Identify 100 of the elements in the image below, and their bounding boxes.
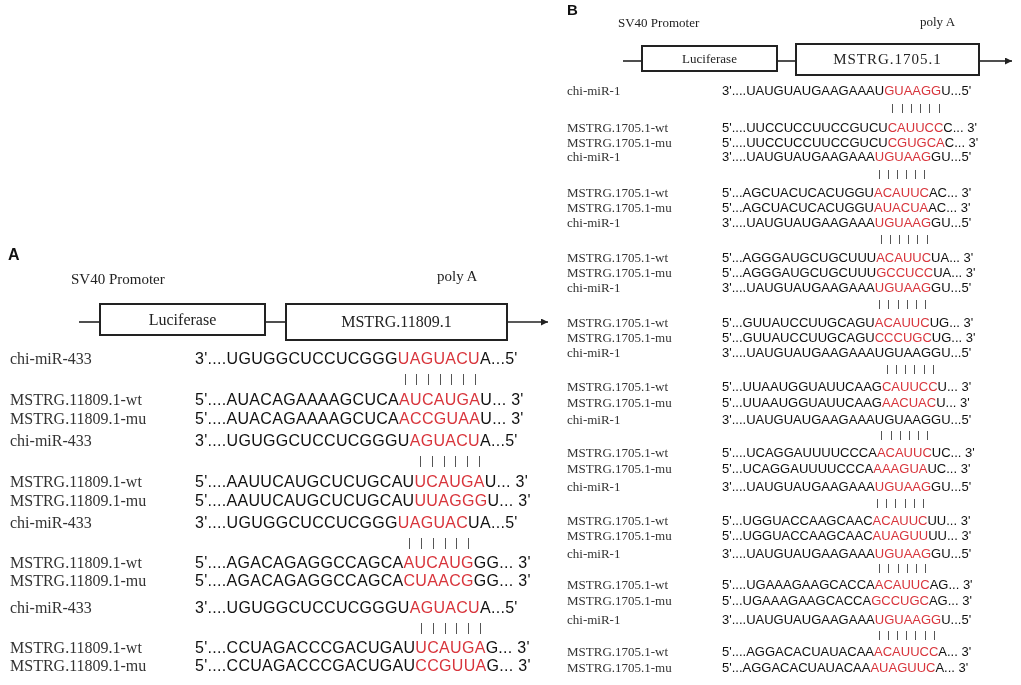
sequence-text: 5'....CCUAGACCCGACUGAU (195, 657, 416, 675)
seed-region-text: GCCUGC (871, 592, 929, 608)
sequence-text: A... 3' (938, 643, 972, 659)
seed-region-text: AUCAUG (403, 554, 474, 572)
seed-region-text: AUACUA (874, 199, 929, 215)
sequence-text: AG... 3' (929, 576, 973, 592)
sequence-text: C... 3' (944, 134, 979, 150)
connector-line (265, 321, 286, 323)
seed-region-text: ACAUUC (874, 314, 930, 330)
sequence-name: MSTRG.1705.1-wt (567, 512, 669, 528)
sequence-text: 5'....CCUAGACCCGACUGAU (195, 639, 416, 657)
sequence-text: UU... 3' (927, 512, 971, 528)
sequence-text: 3'....UAUGUAUGAAGAAAUGUAAGGU...5' (722, 411, 972, 427)
sequence-text: U... 3' (936, 394, 970, 410)
sequence-text: A... 3' (935, 659, 969, 675)
gene-box (285, 303, 508, 341)
sequence-name: MSTRG.1705.1-wt (567, 314, 669, 330)
seed-region-text: UUAGGG (414, 492, 488, 510)
sequence-text: 5'....AAUUCAUGCUCUGCAU (195, 473, 415, 491)
seed-region-text: AGUACU (409, 432, 480, 450)
seed-region-text: ACAUUCC (874, 643, 939, 659)
sequence-text: 5'...UUAAUGGUAUUCAAG (722, 378, 882, 394)
seed-region-text: AUCAUGA (399, 391, 481, 409)
sequence-name: MSTRG.11809.1-mu (10, 410, 147, 428)
sequence-text: G... 3' (486, 657, 531, 675)
polya-label: poly A (920, 14, 956, 29)
sequence-name: chi-miR-433 (10, 514, 92, 532)
sequence-text: UC... 3' (927, 460, 971, 476)
sequence-text: A...5' (479, 350, 518, 368)
sequence-name: chi-miR-1 (567, 611, 621, 627)
promoter-label: SV40 Promoter (71, 271, 165, 288)
sequence-text: 5'....AAUUCAUGCUCUGCAU (195, 492, 415, 510)
box-label: MSTRG.11809.1 (341, 313, 452, 331)
sequence-name: MSTRG.11809.1-mu (10, 492, 147, 510)
sequence-text: UG... 3' (929, 314, 974, 330)
seed-region-text: ACCGUAA (399, 410, 481, 428)
sequence-text: GU...5' (931, 148, 972, 164)
sequence-text: 3'....UGUGGCUCCUCGGG (195, 350, 398, 368)
sequence-text: GG... 3' (473, 572, 531, 590)
sequence-text: A...5' (479, 432, 518, 450)
sequence-name: MSTRG.11809.1-wt (10, 639, 142, 657)
sequence-text: 3'....UGUGGCUCCUCGGGU (195, 432, 410, 450)
sequence-name: chi-miR-1 (567, 82, 621, 98)
sequence-name: chi-miR-433 (10, 432, 92, 450)
seed-region-text: CGUGCA (887, 134, 945, 150)
sequence-text: 5'....AUACAGAAAAGCUCA (195, 391, 400, 409)
sequence-name: MSTRG.1705.1-mu (567, 134, 672, 150)
sequence-text: U... 3' (937, 378, 972, 394)
sequence-text: 5'...UGAAAGAAGCACCA (722, 592, 872, 608)
sequence-name: MSTRG.1705.1-wt (567, 184, 669, 200)
sequence-name: MSTRG.11809.1-wt (10, 473, 142, 491)
sequence-text: 5'...AGGGAUGCUGCUUU (722, 264, 877, 280)
sequence-name: chi-miR-1 (567, 279, 621, 295)
sequence-text: 5'....AUACAGAAAAGCUCA (195, 410, 400, 428)
seed-region-text: GCCUCC (876, 264, 934, 280)
sequence-text: UC... 3' (931, 444, 975, 460)
sequence-text: 5'....AGGACACUAUACAA (722, 643, 875, 659)
sequence-text: UG... 3' (931, 329, 976, 345)
sequence-text: AC... 3' (928, 184, 972, 200)
sequence-name: MSTRG.1705.1-wt (567, 378, 669, 394)
sequence-name: MSTRG.1705.1-mu (567, 264, 672, 280)
connector-line (777, 60, 796, 62)
sequence-text: UA... 3' (933, 264, 976, 280)
sequence-text: 5'....UCAGGAUUUUCCCA (722, 444, 877, 460)
sequence-text: 5'...AGGACACUAUACAA (722, 659, 871, 675)
sequence-text: UA... 3' (931, 249, 974, 265)
seed-region-text: GUAAGG (884, 82, 942, 98)
sequence-text: 5'....UUCCUCCUUCCGUCU (722, 119, 888, 135)
sequence-name: MSTRG.1705.1-wt (567, 119, 669, 135)
sequence-text: GU...5' (931, 545, 972, 561)
sequence-name: MSTRG.1705.1-wt (567, 444, 669, 460)
sequence-text: 5'....UGAAAGAAGCACCA (722, 576, 875, 592)
sequence-text: UA...5' (468, 514, 518, 532)
seed-region-text: ACAUUC (874, 576, 930, 592)
seed-region-text: UCAUGA (415, 639, 486, 657)
sequence-text: 3'....UAUGUAUGAAGAAA (722, 611, 875, 627)
sequence-text: U...5' (941, 82, 972, 98)
sequence-name: chi-miR-433 (10, 350, 92, 368)
sequence-name: chi-miR-1 (567, 148, 621, 164)
sequence-text: AC... 3' (928, 199, 971, 215)
box-label: Luciferase (682, 51, 737, 66)
sequence-text: 3'....UAUGUAUGAAGAAA (722, 214, 875, 230)
promoter-label: SV40 Promoter (618, 15, 700, 30)
sequence-text: 5'....AGACAGAGGCCAGCA (195, 572, 404, 590)
panel-label: B (567, 1, 578, 18)
gene-box (795, 43, 980, 76)
box-label: Luciferase (148, 310, 217, 329)
seed-region-text: UGUAAG (874, 478, 932, 494)
sequence-text: AG... 3' (928, 592, 972, 608)
seed-region-text: UGUAAG (874, 279, 932, 295)
seed-region-text: UGUAAGG (874, 611, 942, 627)
sequence-name: chi-miR-1 (567, 478, 621, 494)
box-label: MSTRG.1705.1 (833, 51, 942, 68)
sequence-name: MSTRG.1705.1-wt (567, 643, 669, 659)
seed-region-text: AUAGUUC (870, 659, 936, 675)
sequence-text: 5'...GUUAUCCUUGCAGU (722, 314, 875, 330)
sequence-text: 5'....AGACAGAGGCCAGCA (195, 554, 404, 572)
sequence-name: MSTRG.1705.1-mu (567, 659, 672, 675)
sequence-text: 5'...GUUAUCCUUGCAGU (722, 329, 875, 345)
seed-region-text: ACAUUC (876, 249, 932, 265)
